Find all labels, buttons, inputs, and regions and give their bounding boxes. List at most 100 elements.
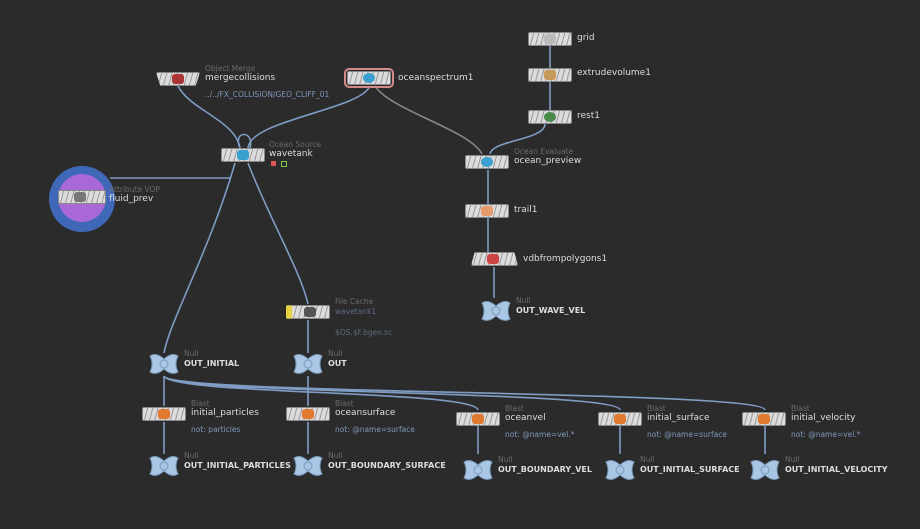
node-ocean-preview[interactable] <box>465 155 509 169</box>
wire <box>247 162 309 353</box>
node-label: fluid_prev <box>109 194 154 204</box>
node-param: not: @name=vel.* <box>791 430 861 439</box>
null-icon <box>749 460 781 486</box>
node-label: vdbfrompolygons1 <box>523 254 608 264</box>
node-label: wavetank <box>269 149 313 159</box>
node-type: Null <box>640 455 655 464</box>
wire <box>237 133 252 149</box>
node-blast3[interactable] <box>456 412 500 426</box>
null-icon <box>148 456 180 482</box>
file-cache-icon <box>304 307 316 317</box>
node-label: initial_velocity <box>791 413 856 423</box>
node-label: oceanspectrum1 <box>398 73 474 83</box>
node-label: OUT_WAVE_VEL <box>516 306 586 315</box>
node-null1[interactable] <box>148 454 180 478</box>
wire <box>374 85 483 155</box>
node-param: not: particles <box>191 425 241 434</box>
node-param: not: @name=surface <box>647 430 727 439</box>
node-label: oceanvel <box>505 413 546 423</box>
node-type: Blast <box>791 404 810 413</box>
node-null3[interactable] <box>462 458 494 482</box>
node-grid[interactable] <box>528 32 572 46</box>
node-label: grid <box>577 33 595 43</box>
node-blast5[interactable] <box>742 412 786 426</box>
node-blast1[interactable] <box>142 407 186 421</box>
node-type: Object Merge <box>205 64 256 73</box>
node-oceanspectrum1[interactable] <box>344 68 394 88</box>
wire <box>177 85 241 149</box>
node-blast4[interactable] <box>598 412 642 426</box>
node-type: Null <box>785 455 800 464</box>
object-merge-icon <box>172 74 184 84</box>
rest-icon <box>544 112 556 122</box>
trail-icon <box>481 206 493 216</box>
vop-icon <box>74 192 86 202</box>
null-icon <box>148 354 180 380</box>
null-icon <box>462 460 494 486</box>
node-label: rest1 <box>577 111 600 121</box>
node-label: OUT_INITIAL_SURFACE <box>640 465 740 474</box>
wire <box>487 170 495 298</box>
node-param: not: @name=surface <box>335 425 415 434</box>
node-label: OUT <box>328 359 347 368</box>
node-label: ocean_preview <box>514 156 582 166</box>
node-wavetank[interactable] <box>221 148 265 162</box>
node-out_wave_vel[interactable] <box>480 299 512 323</box>
node-label: wavetank1 <box>335 307 377 316</box>
node-type: Ocean Evaluate <box>514 147 574 156</box>
node-label: oceansurface <box>335 408 396 418</box>
null-icon <box>292 354 324 380</box>
flag-icon[interactable] <box>281 161 287 167</box>
node-type: Blast <box>191 399 210 408</box>
ocean-source-icon <box>237 150 249 160</box>
node-extrudevolume1[interactable] <box>528 68 572 82</box>
node-label: mergecollisions <box>205 73 276 83</box>
blast-icon <box>758 414 770 424</box>
node-type: File Cache <box>335 297 374 306</box>
node-type: Blast <box>505 404 524 413</box>
ocean-evaluate-icon <box>481 157 493 167</box>
node-param: ../../FX_COLLISION/GEO_CLIFF_01 <box>205 90 330 99</box>
node-label: OUT_INITIAL_PARTICLES <box>184 461 291 470</box>
node-label: initial_surface <box>647 413 710 423</box>
lock-icon[interactable] <box>271 161 276 166</box>
extrude-icon <box>544 70 556 80</box>
node-param: not: @name=vel.* <box>505 430 575 439</box>
node-label: OUT_INITIAL_VELOCITY <box>785 465 888 474</box>
blast-icon <box>302 409 314 419</box>
wire <box>163 375 766 411</box>
wire <box>489 46 551 155</box>
node-param: $OS.$F.bgeo.sc <box>335 328 393 337</box>
node-blast2[interactable] <box>286 407 330 421</box>
null-icon <box>604 460 636 486</box>
node-type: Attribute VOP <box>109 185 160 194</box>
node-trail1[interactable] <box>465 204 509 218</box>
node-vdbfrompolygons1[interactable] <box>471 252 518 266</box>
node-null5[interactable] <box>749 458 781 482</box>
node-rest1[interactable] <box>528 110 572 124</box>
wire <box>163 422 766 454</box>
node-type: Null <box>516 296 531 305</box>
blast-icon <box>472 414 484 424</box>
node-label: OUT_BOUNDARY_SURFACE <box>328 461 446 470</box>
grid-icon <box>544 34 556 44</box>
null-icon <box>292 456 324 482</box>
node-null4[interactable] <box>604 458 636 482</box>
node-label: extrudevolume1 <box>577 68 651 78</box>
node-type: Null <box>184 451 199 460</box>
node-label: trail1 <box>514 205 538 215</box>
node-filecache-wavetank1[interactable] <box>286 305 330 319</box>
node-type: Null <box>184 349 199 358</box>
blast-icon <box>614 414 626 424</box>
node-fluid-prev[interactable] <box>58 190 106 204</box>
wire <box>163 162 236 354</box>
ocean-icon <box>363 73 375 83</box>
node-null2[interactable] <box>292 454 324 478</box>
node-out_initial[interactable] <box>148 352 180 376</box>
vdb-icon <box>487 254 499 264</box>
wire <box>247 85 371 149</box>
node-type: Null <box>498 455 513 464</box>
node-out[interactable] <box>292 352 324 376</box>
node-mergecollisions[interactable] <box>156 72 200 86</box>
